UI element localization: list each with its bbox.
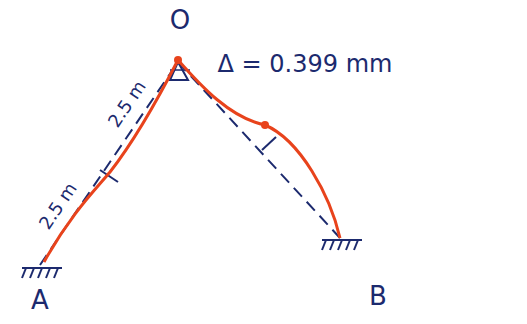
- point-label: A: [31, 287, 49, 313]
- point-label: B: [369, 283, 387, 309]
- fixed-support: [322, 240, 362, 250]
- deflected-shape: [44, 60, 340, 262]
- tick-mark: [262, 137, 276, 150]
- dimension-label: 2.5 m: [36, 179, 80, 232]
- joint-dot: [174, 56, 182, 64]
- fixed-support: [22, 268, 62, 278]
- dimension-label: Δ = 0.399 mm: [218, 52, 393, 76]
- inflection-dot: [261, 121, 269, 129]
- member-line: [178, 62, 340, 238]
- point-label: O: [170, 7, 190, 33]
